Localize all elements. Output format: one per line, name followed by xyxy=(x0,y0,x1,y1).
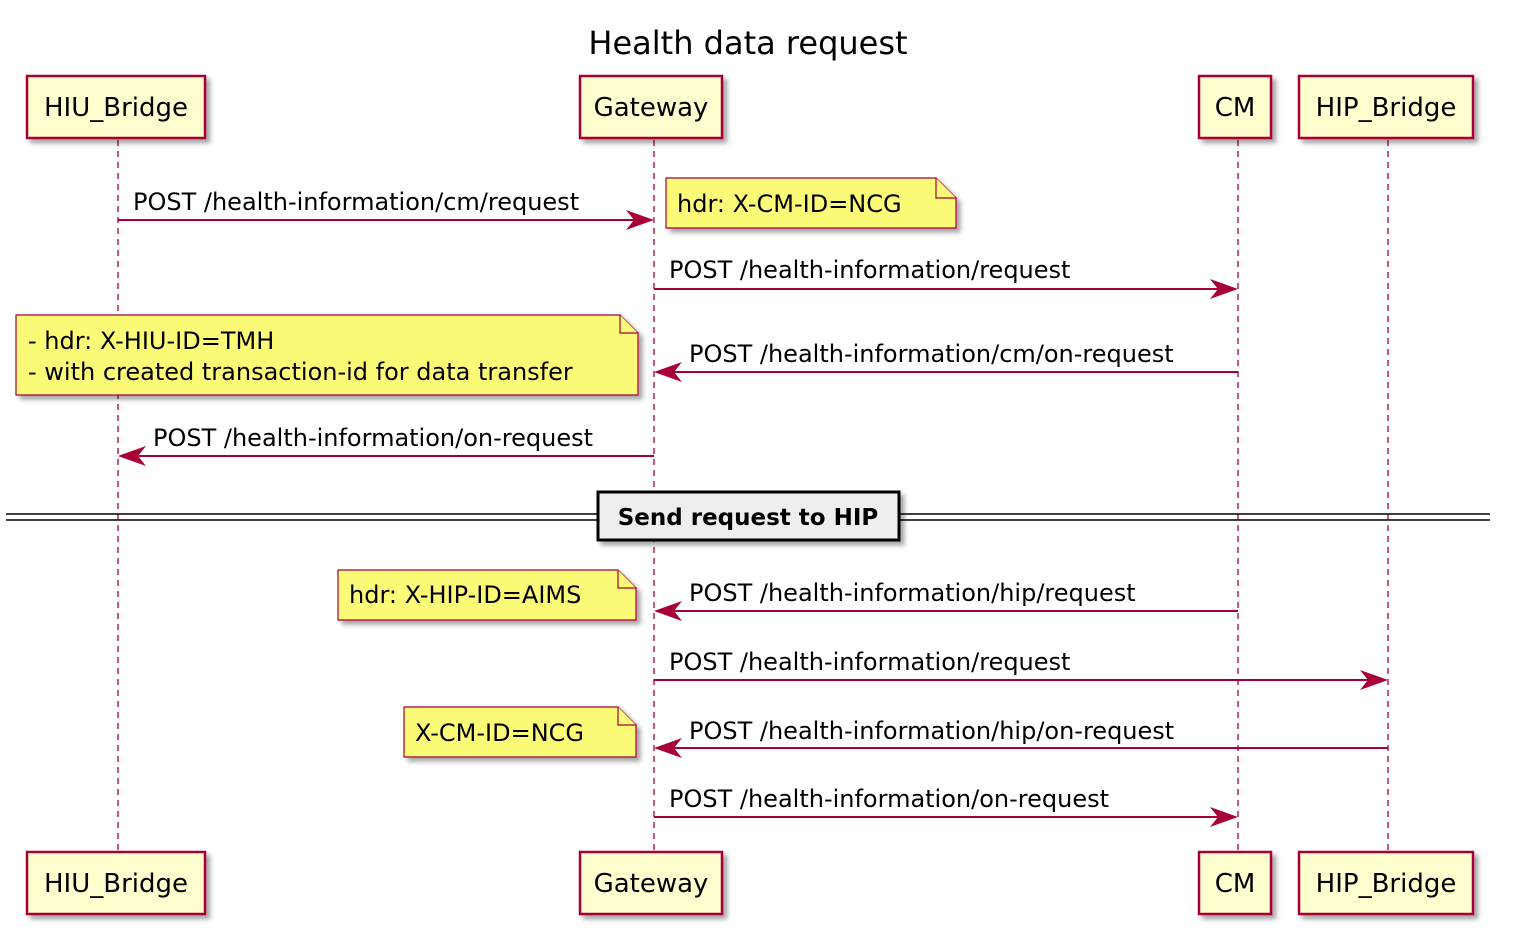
participant-cm-top: CM xyxy=(1197,74,1273,140)
arrowhead-icon xyxy=(1360,670,1388,690)
note-x-hip-id: hdr: X-HIP-ID=AIMS xyxy=(337,569,637,621)
message-label: POST /health-information/hip/request xyxy=(689,579,1136,607)
message-gateway-to-cm-on-request: POST /health-information/on-request xyxy=(654,785,1238,827)
message-gateway-to-cm-request: POST /health-information/request xyxy=(654,256,1238,299)
message-hiu-to-gateway-cm-request: POST /health-information/cm/request xyxy=(118,188,654,230)
message-label: POST /health-information/cm/request xyxy=(133,188,579,216)
participant-label: HIP_Bridge xyxy=(1316,869,1457,899)
note-x-cm-id-ncg: X-CM-ID=NCG xyxy=(403,706,637,758)
message-label: POST /health-information/hip/on-request xyxy=(689,717,1174,745)
participant-label: HIP_Bridge xyxy=(1316,93,1457,123)
message-hip-to-gateway-hip-on-request: POST /health-information/hip/on-request xyxy=(654,717,1388,758)
note-text: X-CM-ID=NCG xyxy=(415,719,584,747)
participant-label: HIU_Bridge xyxy=(44,869,188,899)
arrowhead-icon xyxy=(1210,279,1238,299)
participant-gateway-bottom: Gateway xyxy=(578,850,724,916)
arrowhead-icon xyxy=(118,446,146,466)
arrowhead-icon xyxy=(654,738,682,758)
participant-label: Gateway xyxy=(594,869,709,899)
message-gateway-to-hiu-on-request: POST /health-information/on-request xyxy=(118,424,654,466)
arrowhead-icon xyxy=(1210,807,1238,827)
diagram-title: Health data request xyxy=(588,24,907,62)
participant-hip-bridge-bottom: HIP_Bridge xyxy=(1297,850,1475,916)
message-cm-to-gateway-cm-on-request: POST /health-information/cm/on-request xyxy=(654,340,1238,382)
participant-hip-bridge-top: HIP_Bridge xyxy=(1297,74,1475,140)
message-label: POST /health-information/on-request xyxy=(669,785,1109,813)
participant-label: Gateway xyxy=(594,93,709,123)
participant-label: CM xyxy=(1215,869,1256,899)
arrowhead-icon xyxy=(626,210,654,230)
note-text: hdr: X-HIP-ID=AIMS xyxy=(349,581,581,609)
note-text-line-2: - with created transaction-id for data t… xyxy=(28,358,573,386)
note-text-line-1: - hdr: X-HIU-ID=TMH xyxy=(28,327,274,355)
participant-label: HIU_Bridge xyxy=(44,93,188,123)
arrowhead-icon xyxy=(654,362,682,382)
divider-send-request-to-hip: Send request to HIP xyxy=(6,490,1490,542)
participant-hiu-bridge-bottom: HIU_Bridge xyxy=(25,850,207,916)
note-hiu-id-transaction: - hdr: X-HIU-ID=TMH - with created trans… xyxy=(15,314,639,396)
note-text: hdr: X-CM-ID=NCG xyxy=(677,190,902,218)
message-label: POST /health-information/request xyxy=(669,648,1070,676)
arrowhead-icon xyxy=(654,601,682,621)
message-label: POST /health-information/request xyxy=(669,256,1070,284)
participant-hiu-bridge-top: HIU_Bridge xyxy=(25,74,207,140)
message-cm-to-gateway-hip-request: POST /health-information/hip/request xyxy=(654,579,1238,621)
divider-label: Send request to HIP xyxy=(618,505,879,531)
participant-gateway-top: Gateway xyxy=(578,74,724,140)
message-gateway-to-hip-request: POST /health-information/request xyxy=(654,648,1388,690)
message-label: POST /health-information/on-request xyxy=(153,424,593,452)
participant-label: CM xyxy=(1215,93,1256,123)
participant-cm-bottom: CM xyxy=(1197,850,1273,916)
note-x-cm-id: hdr: X-CM-ID=NCG xyxy=(665,177,957,229)
message-label: POST /health-information/cm/on-request xyxy=(689,340,1174,368)
